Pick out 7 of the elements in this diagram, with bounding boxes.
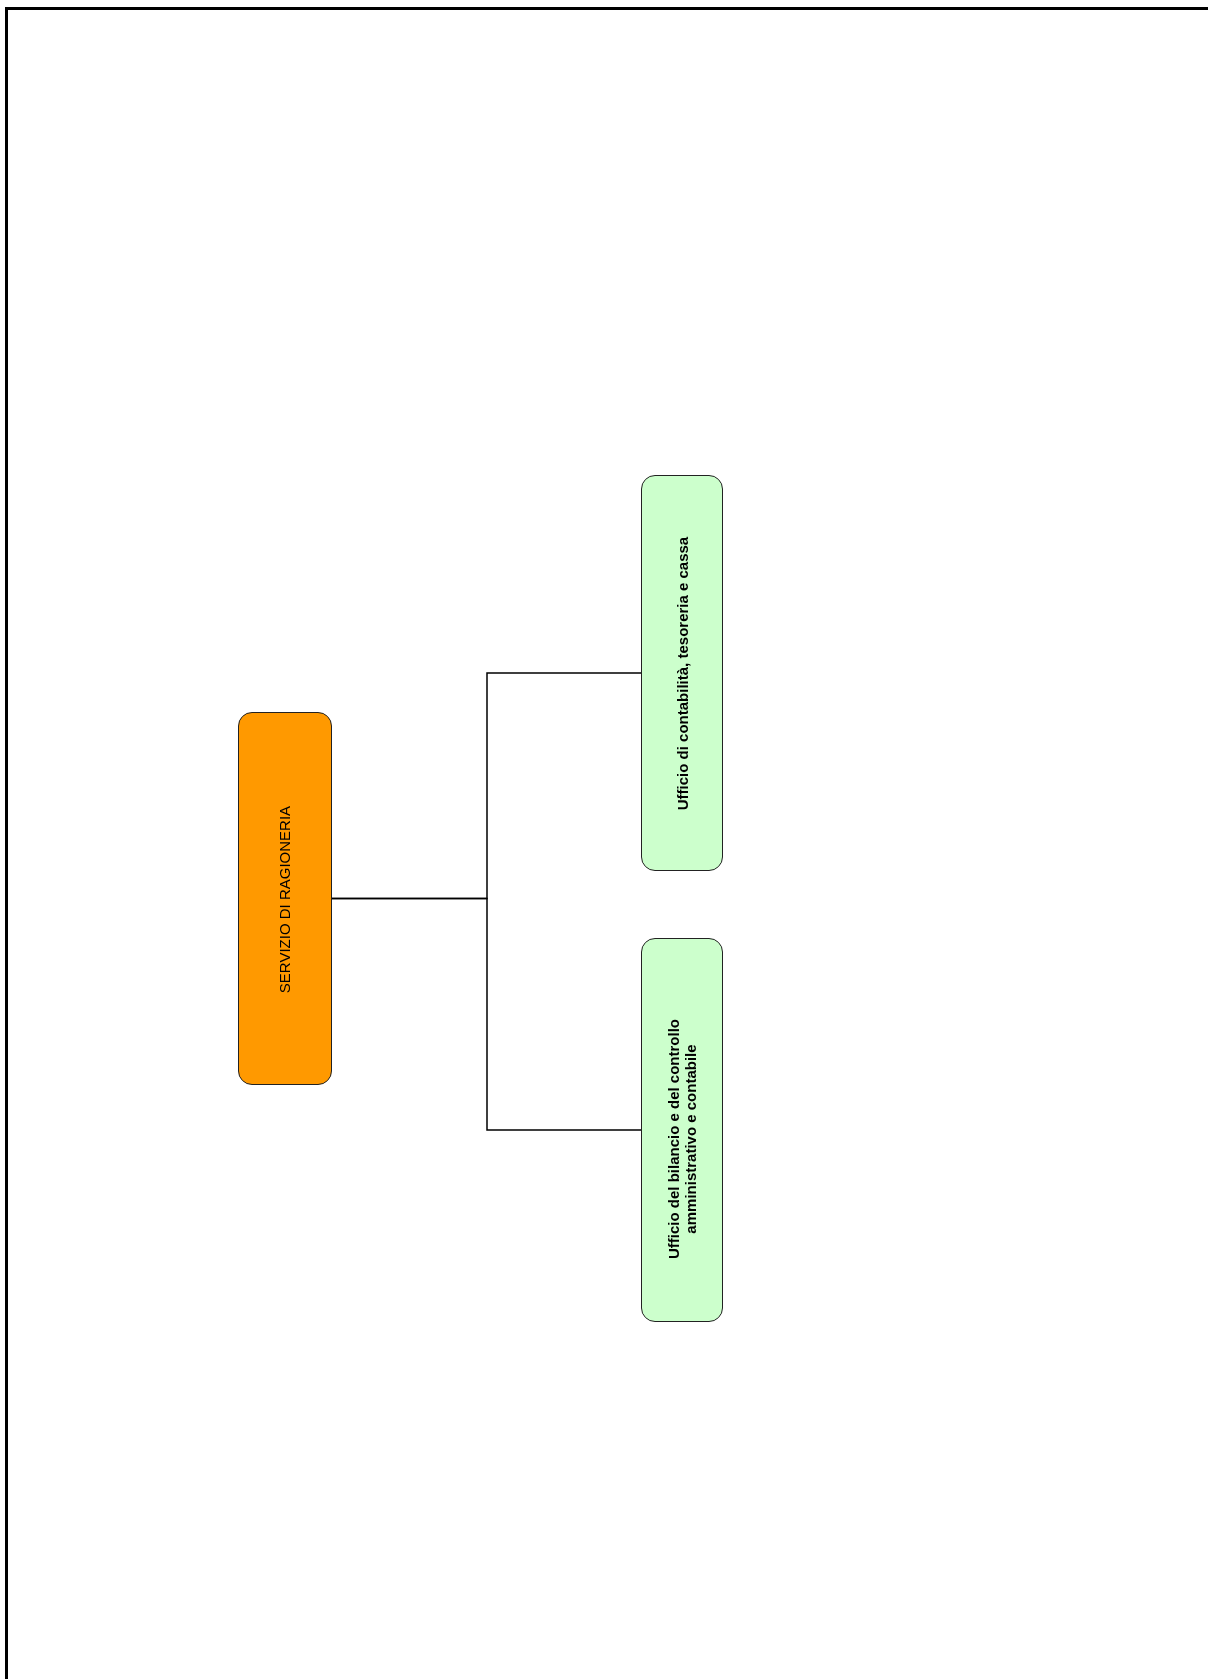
office-name: SERVIZIO DI RAGIONERIA	[276, 804, 293, 995]
office-box	[641, 938, 723, 1322]
office-name: Ufficio di contabilità, tesoreria e cassa	[673, 535, 690, 813]
office-name: Ufficio del bilancio e del controllo amministrativo e contabile	[664, 1018, 699, 1261]
department-box	[238, 712, 332, 1085]
connector-line	[331, 897, 642, 1131]
office-box	[641, 475, 723, 871]
